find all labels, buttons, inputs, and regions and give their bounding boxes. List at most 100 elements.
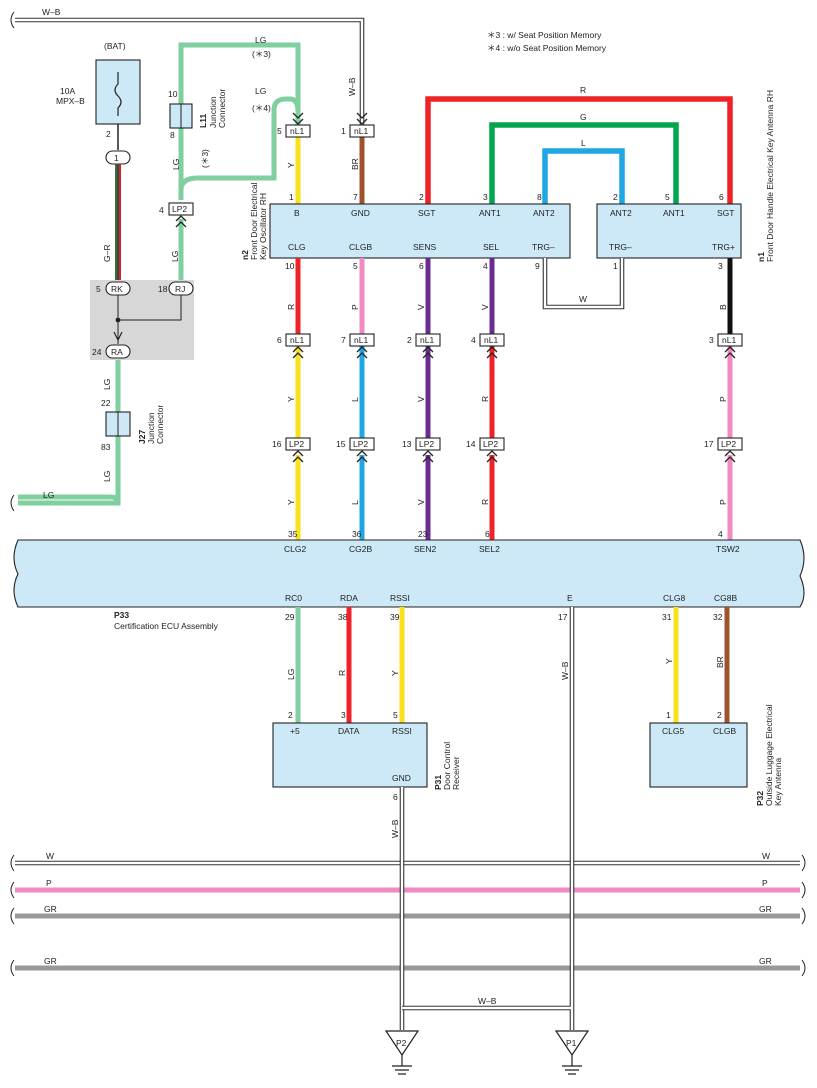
pin-lp2-c3: 13 [402, 439, 412, 449]
wire-label-lg-bottom: LG [43, 490, 54, 500]
component-p31 [272, 722, 428, 788]
pin-p33-sen2: 23 [418, 529, 428, 539]
term-n1-sgt: SGT [717, 208, 734, 218]
lp2-label-5: LP2 [721, 439, 736, 449]
wire-label-c3-c: V [416, 499, 426, 505]
wire-label-c1-b: Y [286, 396, 296, 402]
component-p33 [13, 539, 805, 608]
pin-p32-clg5: 1 [666, 710, 671, 720]
term-n2-trg: TRG– [532, 242, 555, 252]
lp2-label-1: LP2 [289, 439, 304, 449]
wire-label-lg-ra: LG [102, 379, 112, 390]
wire-label-lg-l11: LG [171, 159, 181, 170]
j27-pin-top: 22 [101, 398, 111, 408]
term-n2-sel: SEL [483, 242, 499, 252]
pin-rj: 18 [158, 284, 168, 294]
pin-p33-clg2: 35 [288, 529, 298, 539]
term-n1-trgp: TRG+ [712, 242, 735, 252]
break-marks-right [801, 854, 806, 977]
nl1-row [285, 333, 743, 359]
n2-name2: Key Oscillator RH [258, 193, 268, 260]
wire-label-c2-c: L [350, 500, 360, 505]
p32-name1: Outside Luggage Electrical [764, 704, 774, 806]
wire-label-gr: G–R [102, 245, 112, 262]
term-n2-sens: SENS [413, 242, 436, 252]
wire-label-c4-b: R [480, 396, 490, 402]
component-n2 [269, 203, 571, 259]
p32-name2: Key Antenna [773, 758, 783, 806]
pin-n1-ant1: 5 [665, 192, 670, 202]
wire-label-l-loop: L [581, 138, 586, 148]
wire-label-c5-b: P [718, 396, 728, 402]
wire-label-c2-b: L [350, 397, 360, 402]
term-n2-ant1: ANT1 [479, 208, 501, 218]
lp2-label-3: LP2 [419, 439, 434, 449]
wire-label-y-rssi: Y [390, 670, 400, 676]
j27-name1: Junction [146, 412, 156, 444]
wire-label-c3-b: V [416, 396, 426, 402]
n1-code: n1 [756, 252, 766, 262]
term-p33-rssi: RSSI [390, 593, 410, 603]
wire-columns [295, 258, 733, 540]
ground-p2-icon [392, 1055, 412, 1075]
pin-rk: 5 [96, 284, 101, 294]
pin-ra: 24 [92, 347, 102, 357]
p33-name: Certification ECU Assembly [114, 621, 219, 631]
nl1-label-5: nL1 [722, 335, 736, 345]
l11-code: L11 [198, 114, 208, 128]
wire-label-r-loop: R [580, 85, 586, 95]
term-p33-cg2b: CG2B [349, 544, 372, 554]
term-p33-rda: RDA [340, 593, 358, 603]
note-no-seat-memory: ＊4 : w/o Seat Position Memory [487, 43, 607, 53]
pin-n1-ant2: 2 [613, 192, 618, 202]
pin-n2-sel: 4 [483, 261, 488, 271]
p31-name1: Door Control [442, 742, 452, 790]
wire-label-c1-c: Y [286, 499, 296, 505]
pin-nl1-top-b: 1 [341, 126, 346, 136]
ground-p1 [554, 1030, 590, 1057]
wire-label-br-cg8b: BR [715, 656, 725, 668]
bus-label-p-left: P [46, 878, 52, 888]
term-p31-gnd: GND [392, 773, 411, 783]
lg-wires [18, 42, 301, 506]
wire-label-w-loop: W [579, 294, 587, 304]
connector-nl1-top-a [285, 124, 311, 138]
ground-p2-label: P2 [396, 1038, 407, 1048]
j27-code: J27 [137, 430, 147, 444]
wire-label-lg-top: LG [255, 35, 266, 45]
bus-label-gr2-left: GR [44, 956, 57, 966]
wire-label-wb-e: W–B [560, 661, 570, 680]
bus-label-w-left: W [46, 851, 54, 861]
term-n2-clg: CLG [288, 242, 305, 252]
pin-n1-sgt: 6 [719, 192, 724, 202]
pin-p31-data: 3 [341, 710, 346, 720]
wire-label-wb-link: W–B [478, 996, 497, 1006]
wire-label-r-rda: R [337, 670, 347, 676]
break-mark [10, 11, 15, 29]
connector-bat-1-label: 1 [114, 153, 119, 163]
pin-n1-trgp: 3 [718, 261, 723, 271]
pin-lp2-c1: 16 [272, 439, 282, 449]
connector-nl1-top-b-label: nL1 [354, 126, 368, 136]
l11-name1: Junction [208, 96, 218, 128]
p33-code: P33 [114, 610, 129, 620]
pin-n2-clg: 10 [285, 261, 295, 271]
pin-n2-sgt: 2 [419, 192, 424, 202]
pin-lp2-left: 4 [159, 205, 164, 215]
pin-lp2-c2: 15 [336, 439, 346, 449]
wire-label-wb-vert: W–B [347, 77, 357, 96]
pin-n2-gnd: 7 [353, 192, 358, 202]
connector-nl1-top-b [349, 124, 375, 138]
n2-code: n2 [240, 250, 250, 260]
term-n1-ant2: ANT2 [610, 208, 632, 218]
term-p31-data: DATA [338, 726, 360, 736]
term-p33-sel2: SEL2 [479, 544, 500, 554]
pin-p31-gnd: 6 [393, 792, 398, 802]
pin-n2-clgb: 5 [353, 261, 358, 271]
term-p33-rc0: RC0 [285, 593, 302, 603]
term-p31-rssi: RSSI [392, 726, 412, 736]
wire-label-br-top: BR [350, 158, 360, 170]
pin-nl1-c3: 2 [407, 335, 412, 345]
lp2-label-2: LP2 [353, 439, 368, 449]
lp2-row [285, 437, 743, 463]
